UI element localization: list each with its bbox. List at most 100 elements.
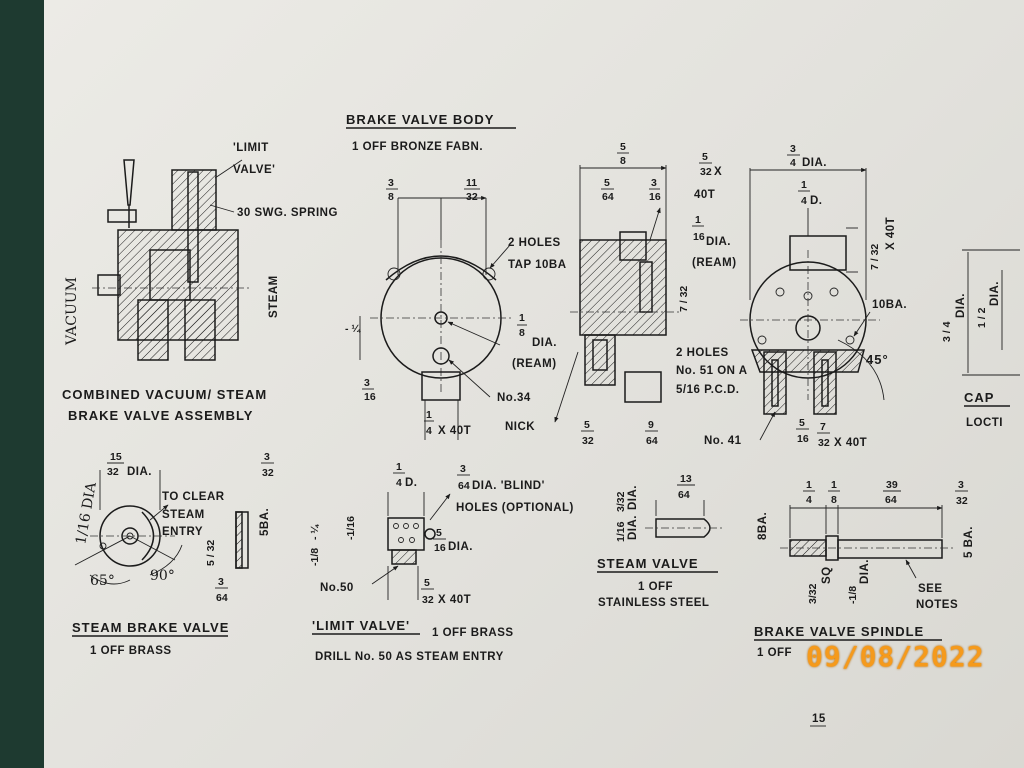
- svg-text:32: 32: [422, 594, 434, 606]
- svg-text:8: 8: [519, 327, 525, 339]
- no41-callout: No. 41: [704, 435, 742, 447]
- x40t-callout: X 40T: [438, 425, 471, 437]
- svg-text:5: 5: [584, 419, 590, 431]
- body-title: BRAKE VALVE BODY: [346, 112, 494, 127]
- svg-text:64: 64: [678, 489, 690, 501]
- spindle-dia: DIA.: [859, 559, 871, 584]
- svg-text:32: 32: [700, 166, 712, 178]
- svg-text:3 / 4: 3 / 4: [941, 321, 953, 342]
- sbv-title: STEAM BRAKE VALVE: [72, 620, 229, 635]
- svg-text:39: 39: [886, 479, 898, 491]
- svg-text:3: 3: [218, 576, 224, 588]
- lv-blind-label: DIA. 'BLIND': [472, 480, 545, 492]
- svg-text:32: 32: [107, 466, 119, 478]
- svg-text:5: 5: [436, 527, 442, 539]
- tap-10ba-callout: TAP 10BA: [508, 259, 567, 271]
- svg-text:32: 32: [582, 435, 594, 447]
- 5ba-label: 5BA.: [259, 508, 271, 536]
- svg-text:4: 4: [426, 425, 432, 437]
- spindle-5ba: 5 BA.: [963, 526, 975, 558]
- svg-text:16: 16: [797, 433, 809, 445]
- lv-drill-note: DRILL No. 50 AS STEAM ENTRY: [315, 651, 504, 663]
- lv-x40t-label: X 40T: [438, 594, 471, 606]
- nick-callout: NICK: [505, 421, 535, 433]
- svg-text:64: 64: [216, 592, 228, 604]
- date-stamp: 09/08/2022: [806, 640, 985, 673]
- 40t-callout: 40T: [694, 189, 715, 201]
- svg-text:9: 9: [648, 419, 654, 431]
- svg-text:32: 32: [956, 495, 968, 507]
- svg-text:32: 32: [466, 191, 478, 203]
- svg-text:5: 5: [702, 151, 708, 163]
- cap-dia-2: DIA.: [989, 281, 1001, 306]
- svg-text:5: 5: [799, 417, 805, 429]
- sbv-dia-label: DIA.: [127, 466, 152, 478]
- svg-text:5 / 32: 5 / 32: [205, 540, 217, 566]
- svg-text:16: 16: [364, 391, 376, 403]
- dia-ream-callout: DIA.: [532, 337, 557, 349]
- svg-text:5: 5: [424, 577, 430, 589]
- end-x40t-label: X 40T: [885, 217, 897, 250]
- no34-callout: No.34: [497, 392, 531, 404]
- spindle-8ba: 8BA.: [757, 512, 769, 540]
- body-front-view: [359, 195, 512, 440]
- steam-valve-drawing: [645, 500, 724, 538]
- svg-text:3: 3: [958, 479, 964, 491]
- sv-title: STEAM VALVE: [597, 556, 699, 571]
- svg-text:- ¼: - ¼: [309, 524, 321, 540]
- ream-callout: (REAM): [512, 358, 557, 370]
- angle-90-label: 90°: [150, 568, 175, 584]
- end-d-label: D.: [810, 195, 823, 207]
- to-clear-label: TO CLEAR: [162, 491, 225, 503]
- svg-text:4: 4: [790, 157, 796, 169]
- svg-text:4: 4: [806, 494, 812, 506]
- sv-dia-2: DIA.: [627, 515, 639, 540]
- spindle-title: BRAKE VALVE SPINDLE: [754, 624, 924, 639]
- spindle-subtitle: 1 OFF: [757, 647, 792, 659]
- assembly-drawing: [92, 159, 250, 361]
- assembly-title-2: BRAKE VALVE ASSEMBLY: [68, 408, 253, 423]
- svg-text:4: 4: [801, 195, 807, 207]
- svg-text:-1/16: -1/16: [345, 516, 357, 540]
- 10ba-callout: 10BA.: [872, 299, 907, 311]
- svg-text:1: 1: [426, 409, 432, 421]
- assembly-title: COMBINED VACUUM/ STEAM: [62, 387, 267, 402]
- svg-text:3: 3: [264, 451, 270, 463]
- svg-text:3: 3: [388, 177, 394, 189]
- svg-text:5: 5: [620, 141, 626, 153]
- svg-text:11: 11: [466, 177, 477, 189]
- svg-text:3/32: 3/32: [615, 491, 627, 512]
- lv-title: 'LIMIT VALVE': [312, 618, 410, 633]
- svg-text:-1/8: -1/8: [309, 548, 321, 566]
- two-holes-no51-callout: 2 HOLES: [676, 347, 729, 359]
- svg-text:1: 1: [396, 461, 402, 473]
- body-subtitle: 1 OFF BRONZE FABN.: [352, 141, 483, 153]
- page-number: 15: [812, 713, 826, 725]
- svg-text:7 / 32: 7 / 32: [869, 244, 881, 270]
- no50-callout: No.50: [320, 582, 354, 594]
- lv-title-b: 1 OFF BRASS: [432, 627, 514, 639]
- angle-45-label: 45°: [866, 352, 889, 367]
- svg-text:13: 13: [680, 473, 692, 485]
- svg-text:64: 64: [602, 191, 614, 203]
- svg-text:1: 1: [806, 479, 812, 491]
- limit-valve-callout: 'LIMIT: [233, 142, 269, 154]
- svg-text:5: 5: [604, 177, 610, 189]
- svg-text:32: 32: [818, 437, 830, 449]
- svg-text:64: 64: [458, 480, 470, 492]
- body-end-view: [740, 167, 885, 441]
- svg-text:8: 8: [620, 155, 626, 167]
- svg-text:32: 32: [262, 467, 274, 479]
- end-dia-label: DIA.: [802, 157, 827, 169]
- svg-text:1: 1: [519, 312, 525, 324]
- lv-d-label: D.: [405, 477, 418, 489]
- pcd-callout: 5/16 P.C.D.: [676, 384, 739, 396]
- spindle-sq: SQ: [821, 566, 833, 584]
- cap-dia-1: DIA.: [955, 293, 967, 318]
- svg-text:3: 3: [651, 177, 657, 189]
- see-label: SEE: [918, 583, 943, 595]
- svg-text:3/32: 3/32: [807, 583, 819, 604]
- svg-text:-1/8: -1/8: [847, 586, 859, 604]
- sv-subtitle: 1 OFF: [638, 581, 673, 593]
